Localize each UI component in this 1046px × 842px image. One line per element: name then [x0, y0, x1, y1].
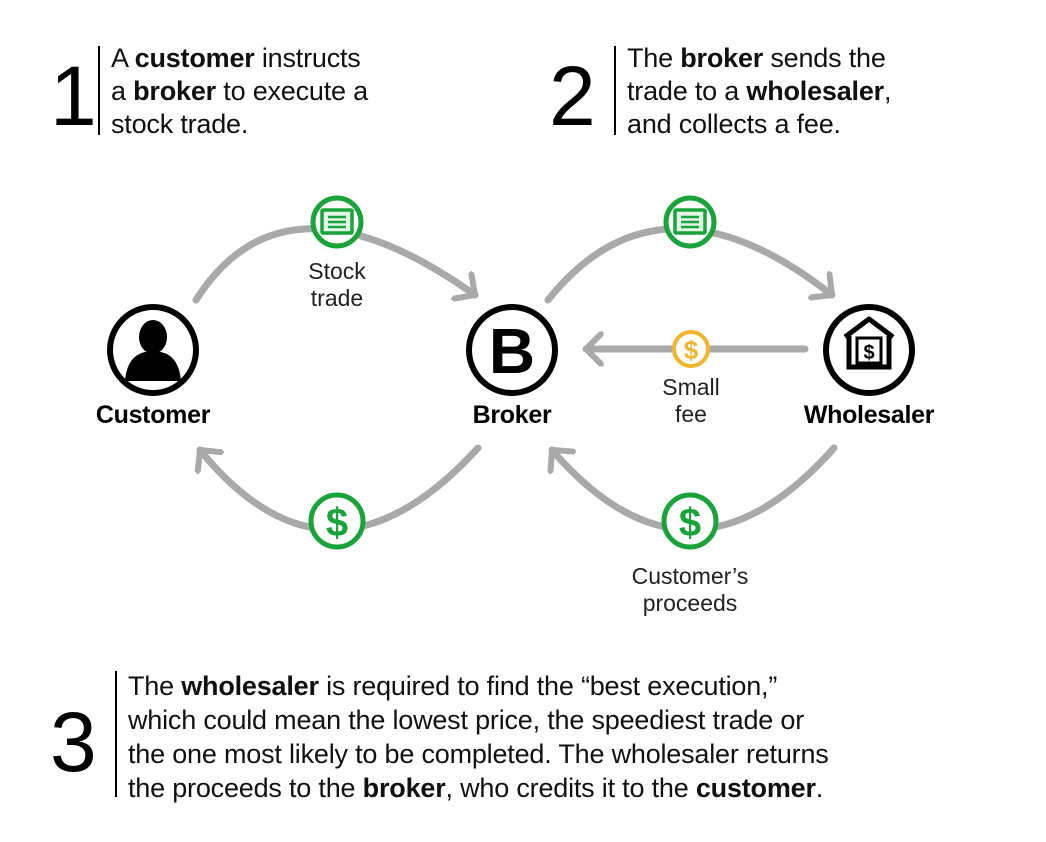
text-line: The broker sends the — [627, 43, 886, 73]
svg-text:$: $ — [863, 342, 874, 364]
step-2-divider — [614, 46, 616, 135]
stock-trade-label: Stock trade — [308, 258, 366, 311]
text-line: stock trade. — [111, 109, 249, 139]
text-line: The wholesaler is required to find the “… — [128, 671, 778, 701]
text-line: the one most likely to be completed. The… — [128, 739, 829, 769]
document-icon — [673, 208, 707, 235]
step-2-number: 2 — [549, 49, 596, 143]
customer-node — [107, 304, 199, 396]
text-line: trade to a wholesaler, — [627, 76, 892, 106]
step-1-number: 1 — [50, 49, 97, 143]
broker-label: Broker — [472, 401, 552, 429]
coin-dollar-icon: $ — [684, 335, 699, 365]
customer-label: Customer — [95, 401, 211, 429]
broker-b-icon: B — [489, 315, 535, 387]
text-line: which could mean the lowest price, the s… — [128, 705, 804, 735]
step-3-text: The wholesaler is required to find the “… — [128, 669, 829, 805]
text-line: A customer instructs — [111, 43, 361, 73]
broker-node: B — [466, 304, 558, 396]
proceeds-dollar-badge-2: $ — [661, 492, 719, 550]
proceeds-dollar-badge-1: $ — [308, 492, 366, 550]
wholesaler-node: $ — [823, 304, 915, 396]
step-1-divider — [98, 46, 100, 135]
dollar-icon: $ — [326, 501, 348, 545]
small-fee-coin: $ — [672, 330, 710, 368]
building-dollar-icon: $ — [843, 316, 895, 370]
customers-proceeds-label: Customer’s proceeds — [631, 563, 749, 616]
text-line: and collects a fee. — [627, 109, 841, 139]
document-icon — [320, 208, 354, 235]
small-fee-label: Small fee — [662, 374, 720, 427]
text-line: a broker to execute a — [111, 76, 368, 106]
wholesaler-label: Wholesaler — [803, 401, 935, 429]
person-icon — [125, 320, 181, 381]
stock-trade-document-badge-2 — [663, 195, 717, 249]
dollar-icon: $ — [679, 501, 701, 545]
stock-trade-document-badge-1 — [310, 195, 364, 249]
text-line: the proceeds to the broker, who credits … — [128, 773, 824, 803]
arrow-customer-to-broker — [192, 225, 479, 304]
step-3-number: 3 — [50, 695, 97, 789]
step-3-divider — [115, 671, 117, 797]
